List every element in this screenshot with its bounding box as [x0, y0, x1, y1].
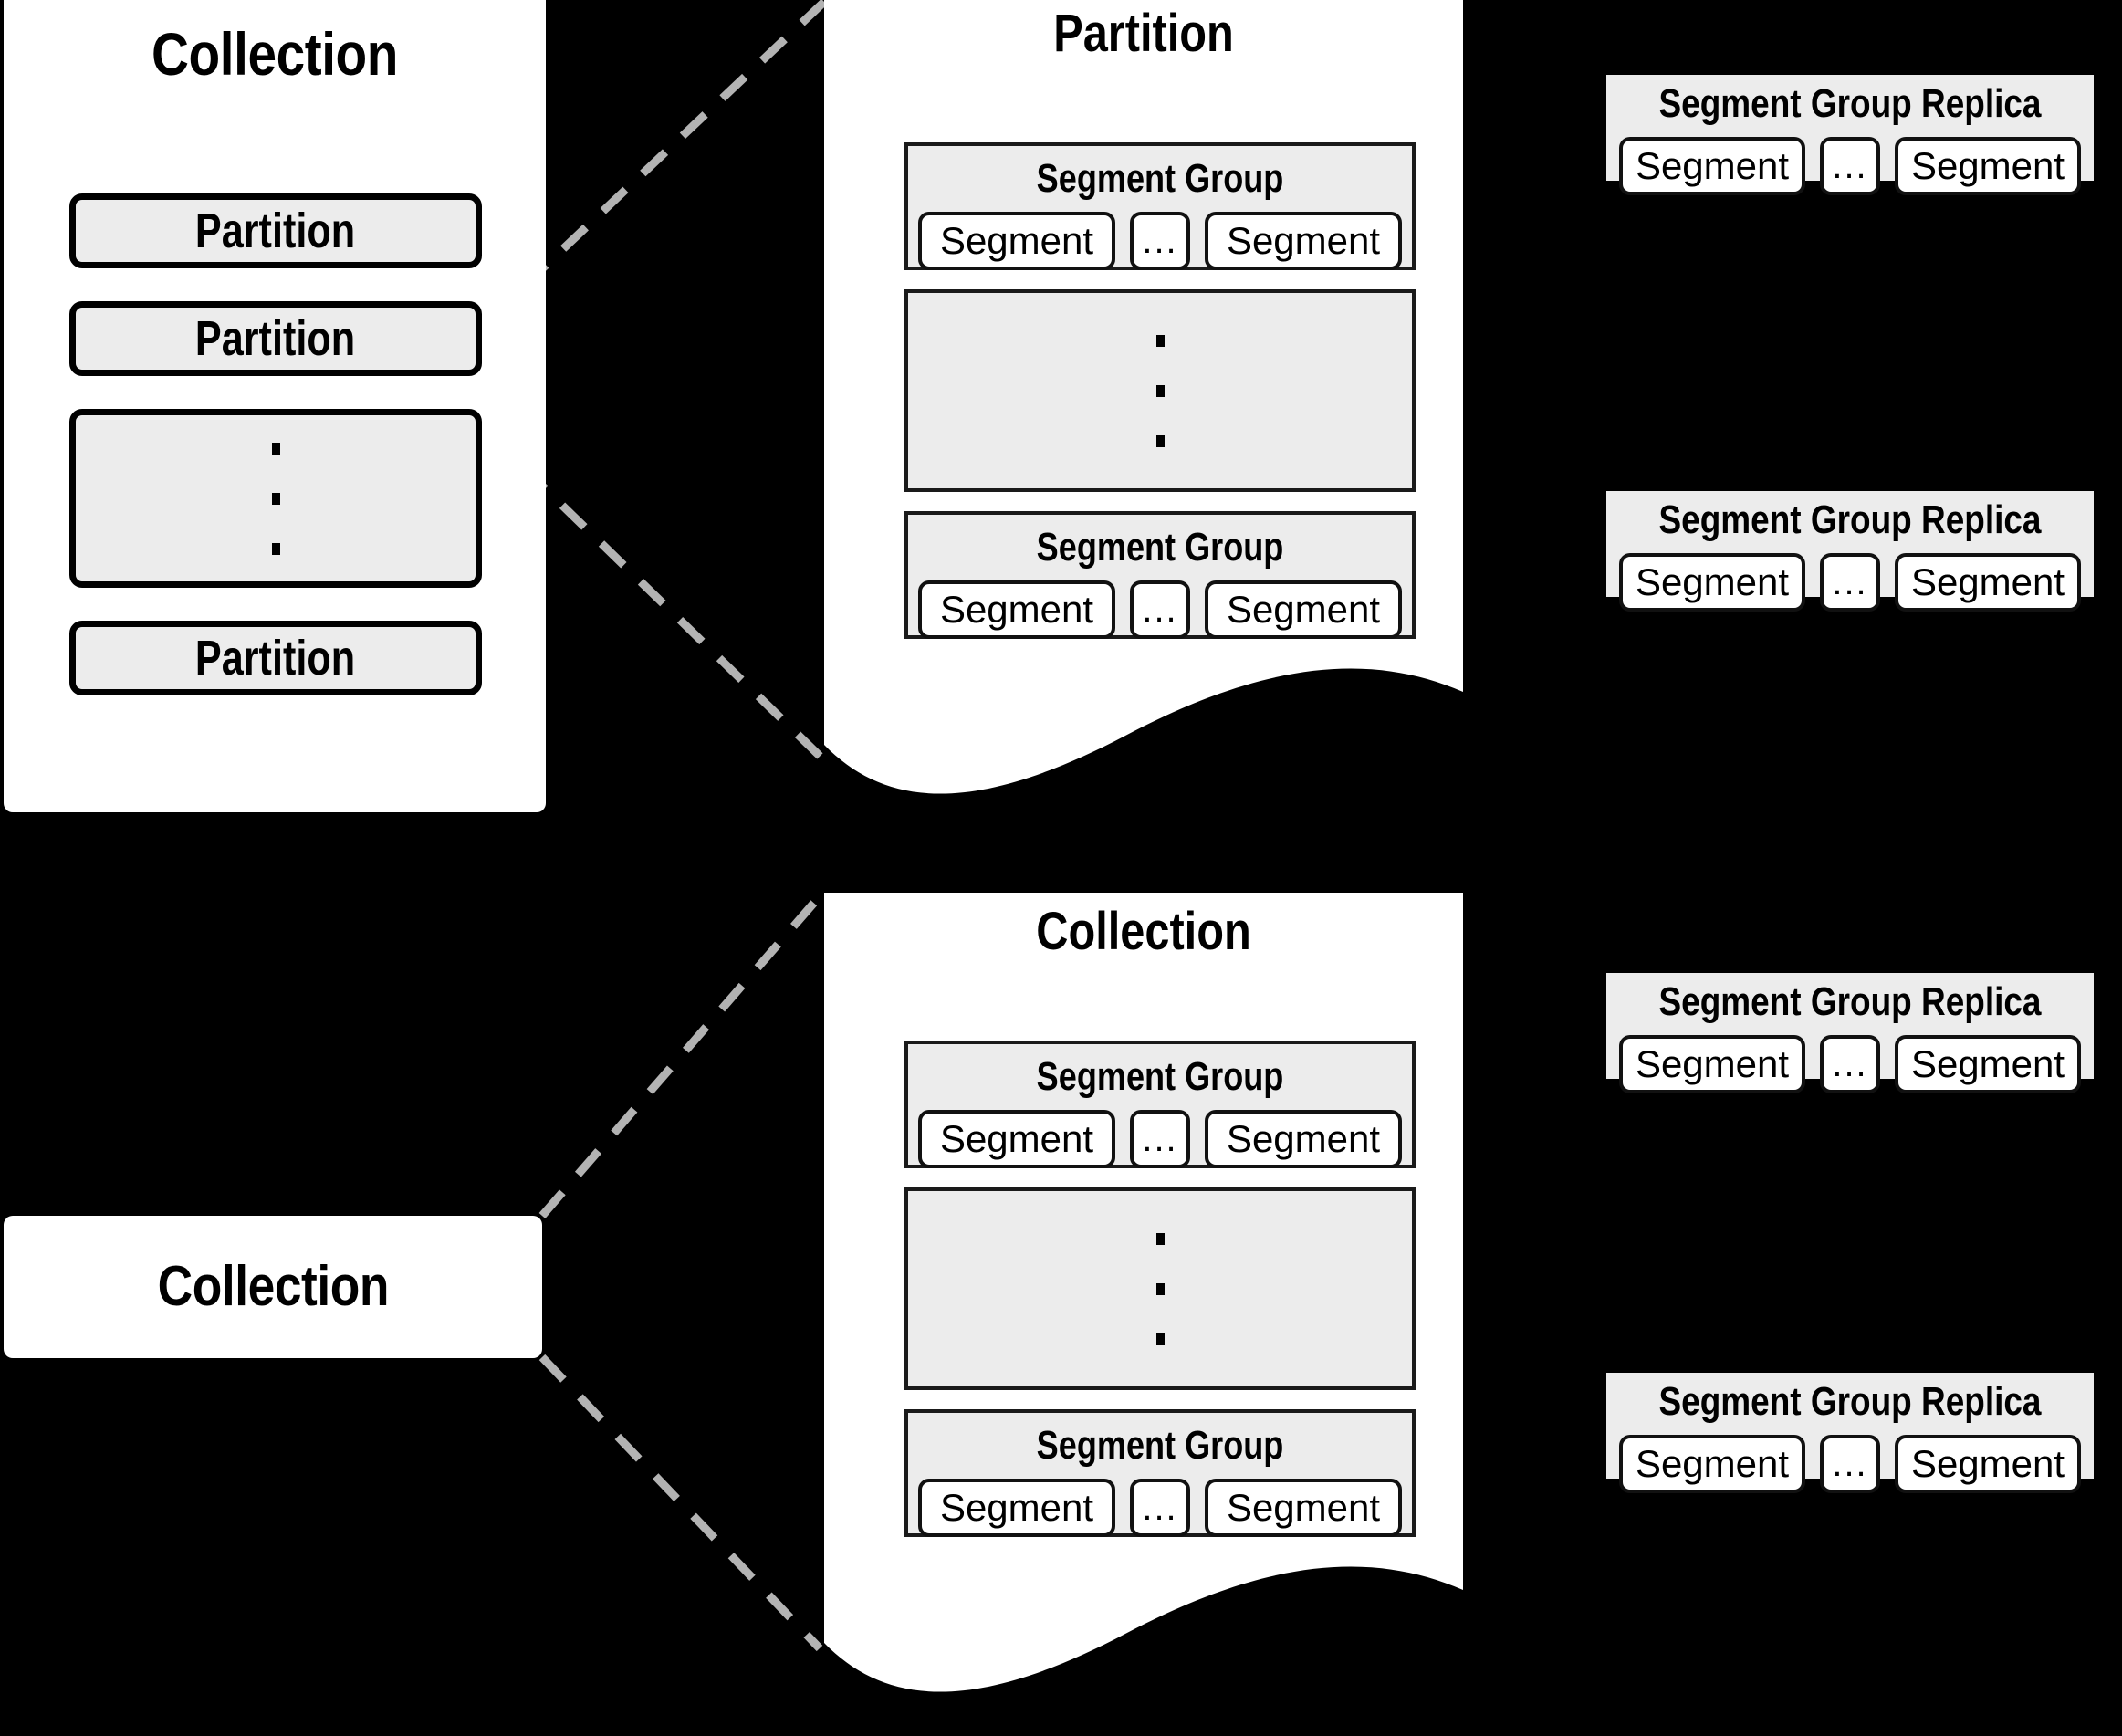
- partition-label: Partition: [195, 631, 356, 685]
- segment-ellipsis-box: ...: [1820, 553, 1880, 612]
- partition-row-ellipsis: [69, 409, 482, 588]
- segment-box[interactable]: Segment: [918, 212, 1115, 270]
- vertical-ellipsis-icon: [271, 442, 280, 555]
- segment-box[interactable]: Segment: [918, 1110, 1115, 1168]
- connector-bottom-lower: [538, 1354, 823, 1652]
- partition-row-3[interactable]: Partition: [69, 621, 482, 695]
- vertical-ellipsis-icon: [1155, 334, 1165, 447]
- segment-box[interactable]: Segment: [918, 580, 1115, 639]
- top-left-collection[interactable]: Collection Partition Partition Partition: [4, 0, 546, 812]
- segment-box[interactable]: Segment: [918, 1479, 1115, 1537]
- segment-ellipsis-box: ...: [1820, 1035, 1880, 1093]
- segment-group-replica-1[interactable]: Segment Group Replica Segment ... Segmen…: [1606, 75, 2094, 195]
- segment-group-ellipsis-block: [904, 1187, 1416, 1390]
- segment-ellipsis-box: ...: [1130, 212, 1190, 270]
- segment-row: Segment ... Segment: [908, 580, 1412, 639]
- segment-row: Segment ... Segment: [908, 1110, 1412, 1168]
- segment-box[interactable]: Segment: [1619, 137, 1805, 195]
- segment-box[interactable]: Segment: [1895, 1435, 2081, 1493]
- partition-label: Partition: [195, 204, 356, 258]
- segment-group-replica-3[interactable]: Segment Group Replica Segment ... Segmen…: [1606, 973, 2094, 1093]
- segment-group-block[interactable]: Segment Group Segment ... Segment: [904, 142, 1416, 270]
- segment-box[interactable]: Segment: [1895, 137, 2081, 195]
- partition-panel-title: Partition: [1053, 4, 1234, 63]
- segment-row: Segment ... Segment: [1619, 1035, 2081, 1093]
- replica-title: Segment Group Replica: [1658, 979, 2042, 1024]
- top-left-collection-title: Collection: [151, 20, 399, 88]
- segment-group-replica-4[interactable]: Segment Group Replica Segment ... Segmen…: [1606, 1373, 2094, 1493]
- segment-box[interactable]: Segment: [1619, 1435, 1805, 1493]
- collection-panel-title: Collection: [1036, 902, 1251, 961]
- connector-bottom-upper: [538, 894, 823, 1218]
- segment-row: Segment ... Segment: [1619, 1435, 2081, 1493]
- segment-box[interactable]: Segment: [1205, 580, 1402, 639]
- segment-box[interactable]: Segment: [1205, 1479, 1402, 1537]
- segment-ellipsis-box: ...: [1820, 137, 1880, 195]
- segment-group-ellipsis-block: [904, 289, 1416, 492]
- segment-box[interactable]: Segment: [1895, 1035, 2081, 1093]
- partition-detail-panel: Partition Segment Group Segment ... Segm…: [824, 0, 1463, 812]
- segment-group-title: Segment Group: [1036, 1423, 1284, 1468]
- segment-box[interactable]: Segment: [1619, 1035, 1805, 1093]
- collection-detail-panel: Collection Segment Group Segment ... Seg…: [824, 893, 1463, 1710]
- segment-group-title: Segment Group: [1036, 525, 1284, 570]
- segment-box[interactable]: Segment: [1895, 553, 2081, 612]
- segment-ellipsis-box: ...: [1130, 580, 1190, 639]
- segment-row: Segment ... Segment: [908, 1479, 1412, 1537]
- segment-box[interactable]: Segment: [1205, 1110, 1402, 1168]
- segment-ellipsis-box: ...: [1130, 1479, 1190, 1537]
- segment-ellipsis-box: ...: [1820, 1435, 1880, 1493]
- segment-row: Segment ... Segment: [1619, 553, 2081, 612]
- segment-box[interactable]: Segment: [1205, 212, 1402, 270]
- replica-title: Segment Group Replica: [1658, 1379, 2042, 1424]
- bottom-left-collection-title: Collection: [157, 1255, 389, 1318]
- segment-group-title: Segment Group: [1036, 156, 1284, 201]
- vertical-ellipsis-icon: [1155, 1232, 1165, 1345]
- segment-row: Segment ... Segment: [1619, 137, 2081, 195]
- segment-group-block[interactable]: Segment Group Segment ... Segment: [904, 511, 1416, 639]
- torn-paper-wave: [824, 1566, 1463, 1710]
- segment-group-block[interactable]: Segment Group Segment ... Segment: [904, 1409, 1416, 1537]
- segment-group-replica-2[interactable]: Segment Group Replica Segment ... Segmen…: [1606, 491, 2094, 612]
- segment-row: Segment ... Segment: [908, 212, 1412, 270]
- replica-title: Segment Group Replica: [1658, 497, 2042, 542]
- partition-label: Partition: [195, 311, 356, 366]
- torn-paper-wave: [824, 668, 1463, 812]
- segment-ellipsis-box: ...: [1130, 1110, 1190, 1168]
- bottom-left-collection[interactable]: Collection: [4, 1216, 542, 1358]
- partition-row-2[interactable]: Partition: [69, 301, 482, 376]
- segment-box[interactable]: Segment: [1619, 553, 1805, 612]
- replica-title: Segment Group Replica: [1658, 81, 2042, 126]
- segment-group-title: Segment Group: [1036, 1054, 1284, 1099]
- partition-row-1[interactable]: Partition: [69, 193, 482, 268]
- segment-group-block[interactable]: Segment Group Segment ... Segment: [904, 1041, 1416, 1168]
